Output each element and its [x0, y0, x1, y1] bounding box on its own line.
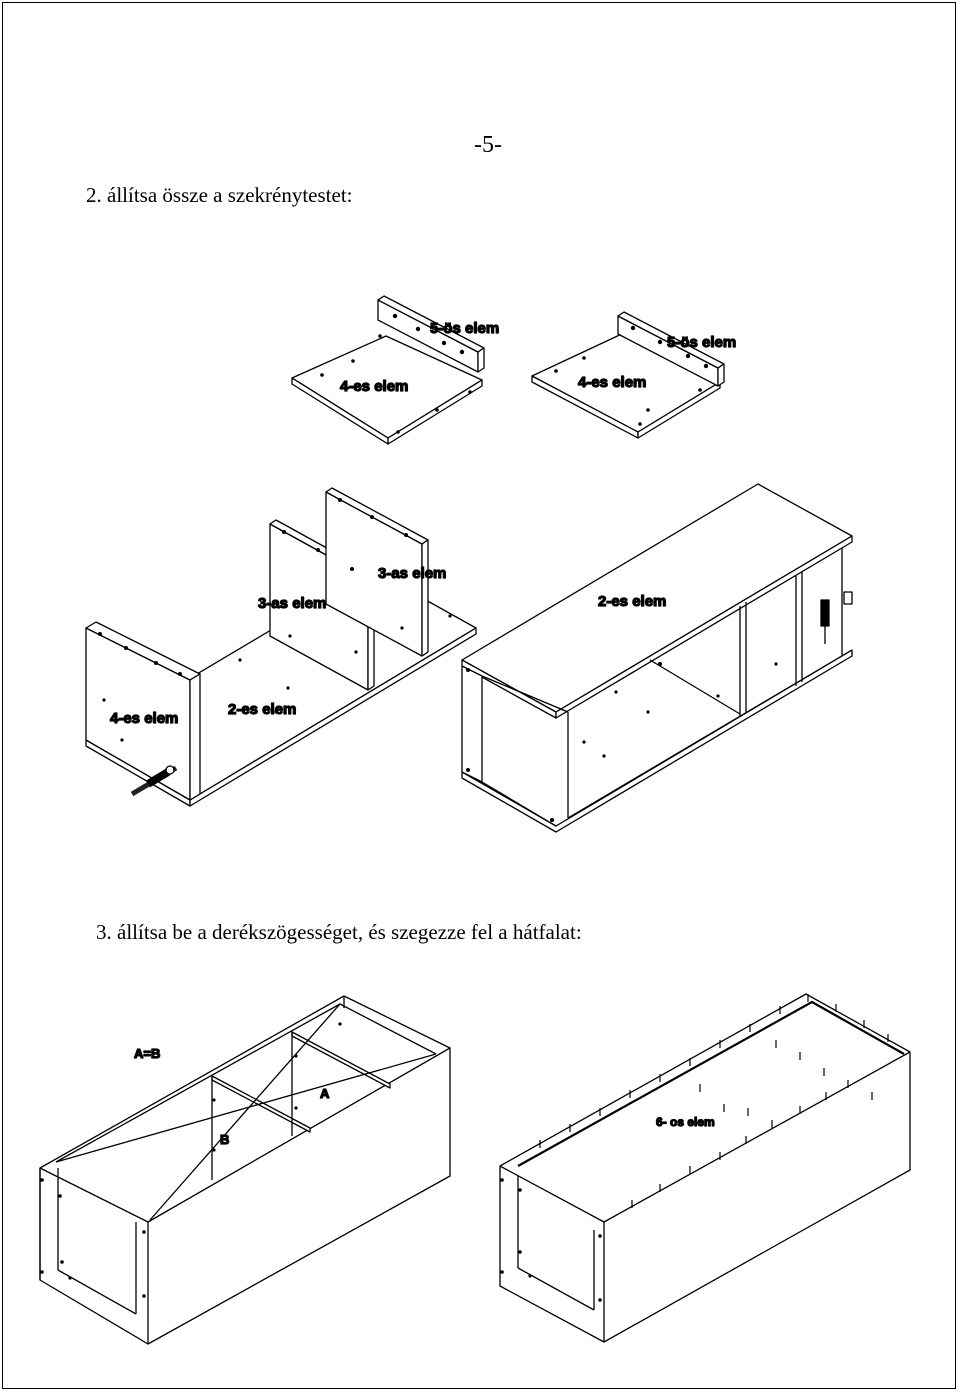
drawing-middle-right-cabinet: 2-es elem [461, 483, 853, 833]
label-diagonal-b: B [220, 1132, 229, 1147]
label-2es-elem-middle: 2-es elem [228, 701, 296, 718]
screw-fitting-illustration [130, 765, 178, 797]
drawing-bottom-left-squareness: A=B A B [39, 995, 451, 1345]
label-3as-elem-left: 3-as elem [258, 595, 326, 612]
drawing-top-left-panels: 5-ös elem 4-es elem [291, 295, 500, 445]
label-3as-elem-right: 3-as elem [378, 565, 446, 582]
label-4es-elem-top-right: 4-es elem [578, 374, 646, 391]
label-5os-elem-top-right: 5-ös elem [667, 334, 736, 351]
label-4es-elem-middle: 4-es elem [110, 710, 178, 727]
label-4es-elem-top-left: 4-es elem [340, 378, 408, 395]
label-a-equals-b: A=B [134, 1046, 160, 1061]
label-diagonal-a: A [320, 1086, 330, 1101]
label-5os-elem-top-left: 5-ös elem [430, 320, 499, 337]
screwdriver-illustration [820, 591, 853, 644]
page-number: -5- [474, 132, 502, 158]
drawing-bottom-right-back-panel: 6- os elem [499, 993, 911, 1343]
drawing-middle-left-assembly: 3-as elem 3-as elem 4-es elem 2-es elem [85, 487, 477, 807]
step-3-heading: 3. állítsa be a derékszögességet, és sze… [96, 920, 582, 944]
label-6os-elem: 6- os elem [656, 1115, 715, 1129]
drawing-top-right-panels: 5-ös elem 4-es elem [531, 311, 737, 439]
step-2-heading: 2. állítsa össze a szekrénytestet: [86, 183, 353, 207]
label-2es-elem-right: 2-es elem [598, 593, 666, 610]
